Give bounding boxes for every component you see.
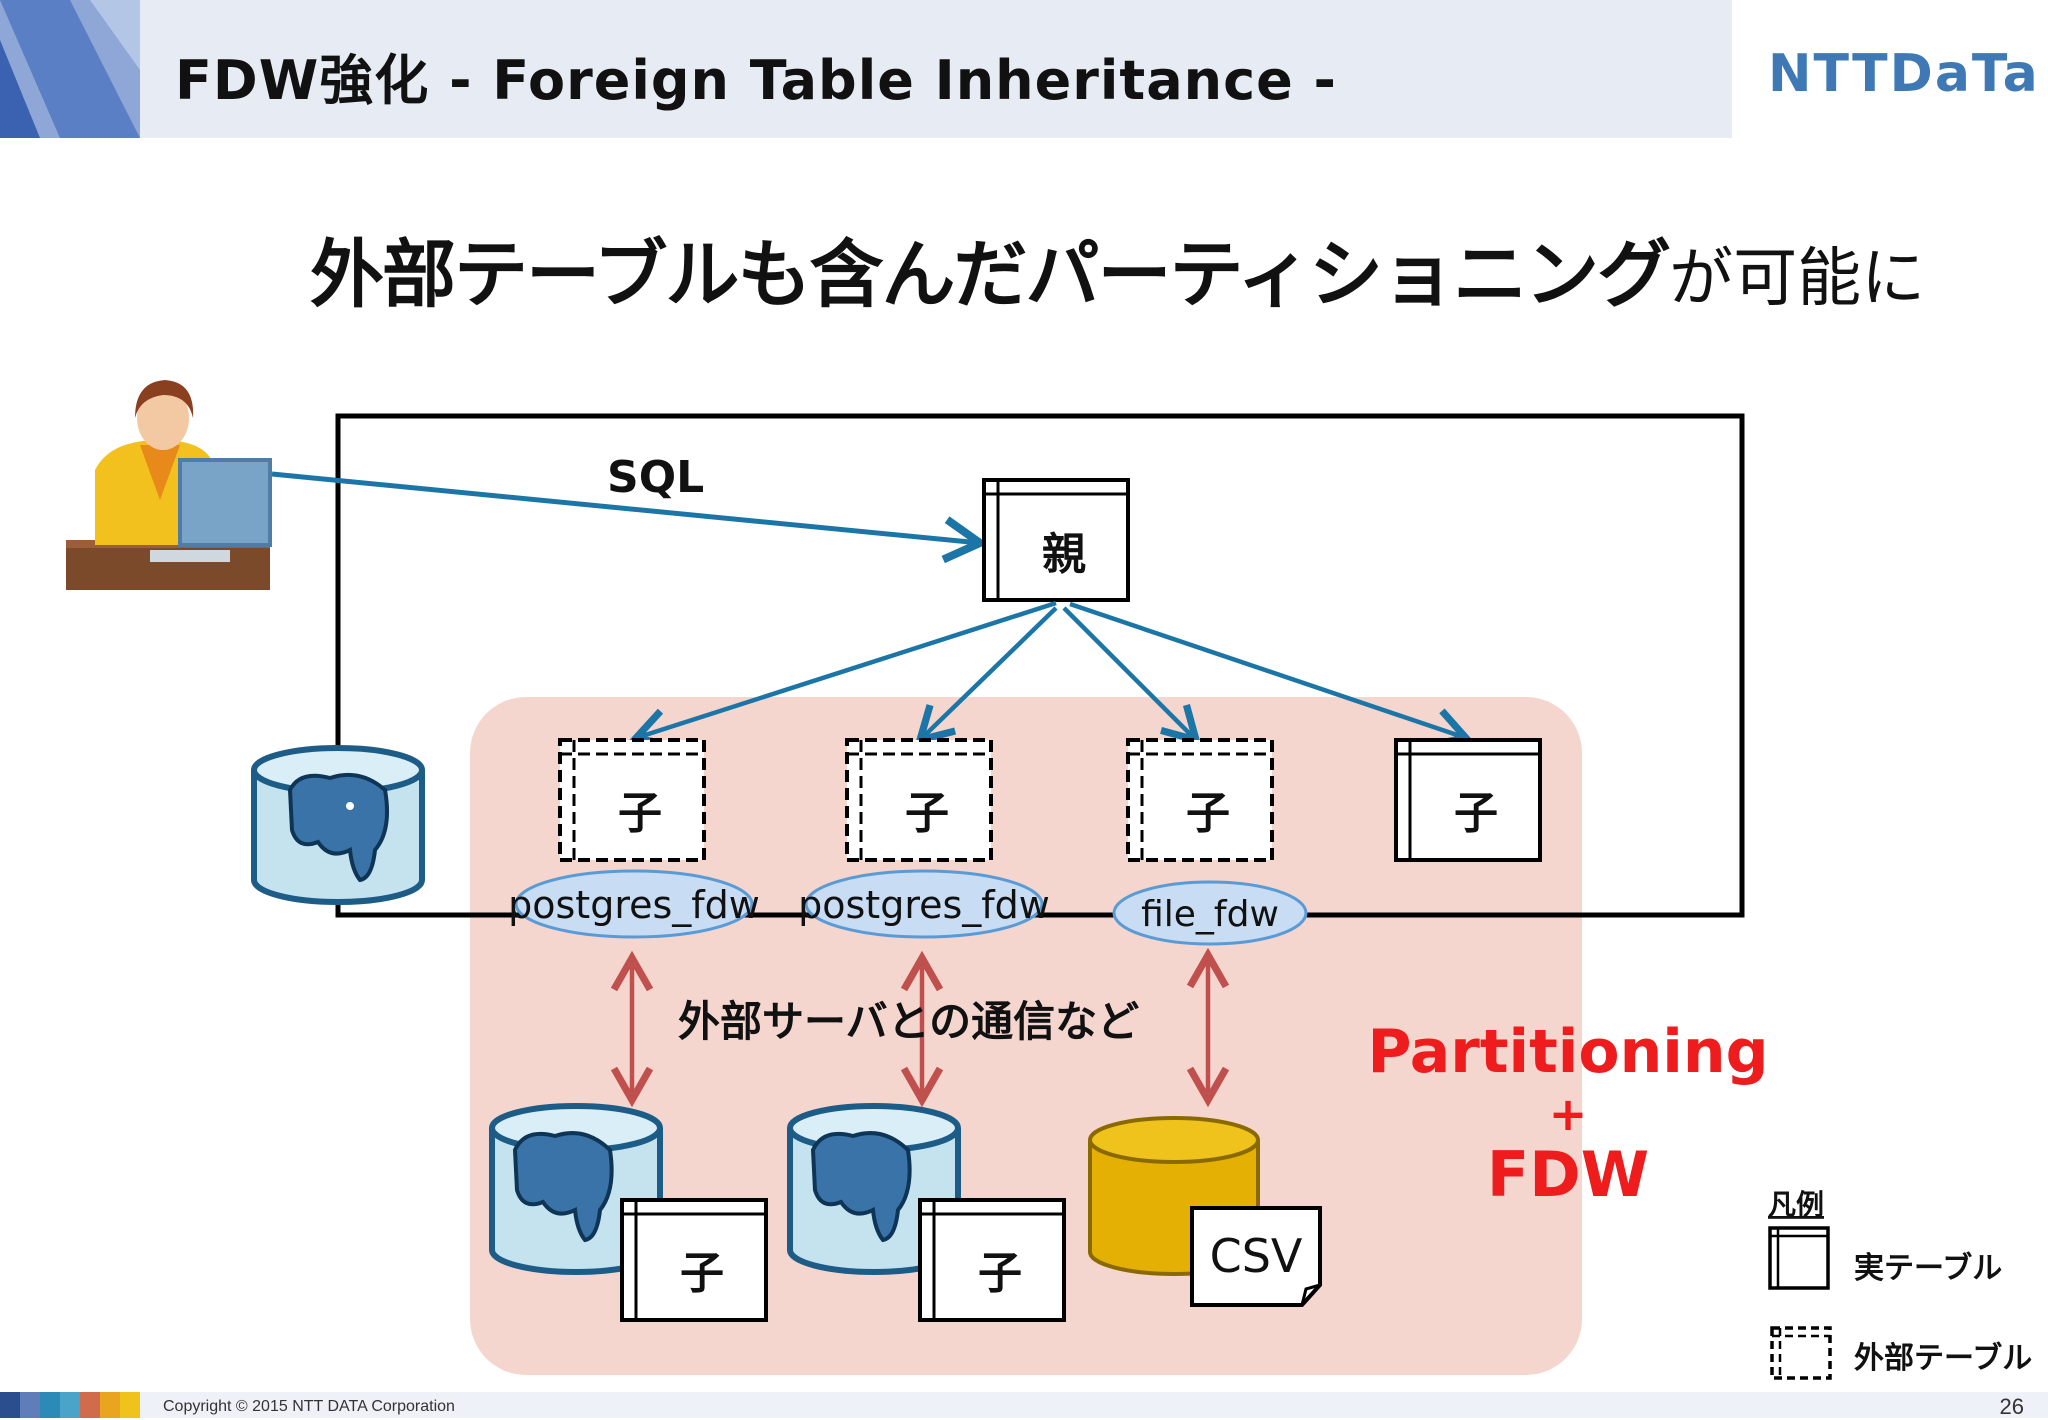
child-label: 子 xyxy=(680,1248,724,1299)
csv-label: CSV xyxy=(1210,1229,1303,1283)
footer-stripe xyxy=(40,1392,60,1418)
footer-stripe xyxy=(120,1392,140,1418)
child-label: 子 xyxy=(978,1248,1022,1299)
child-real-table: 子 xyxy=(1394,738,1542,862)
fdw-label-2: postgres_fdw xyxy=(798,883,1050,927)
footer-stripe xyxy=(60,1392,80,1418)
postgres-db-icon xyxy=(251,745,425,905)
plus-label: + xyxy=(1549,1087,1588,1141)
footer-stripe xyxy=(100,1392,120,1418)
legend-foreign-table-label: 外部テーブル xyxy=(1854,1341,2032,1376)
legend-real-table-icon xyxy=(1768,1226,1830,1290)
inherit-arrow-1 xyxy=(629,600,1057,750)
fdw-wrapper-2 xyxy=(804,869,1044,939)
server-frame xyxy=(335,413,1745,918)
parent-label: 親 xyxy=(1042,529,1086,580)
partitioning-label: Partitioning xyxy=(1367,1017,1768,1087)
remote-postgres-db-2 xyxy=(787,1103,961,1275)
footer-stripe xyxy=(0,1392,20,1418)
legend: 凡例 実テーブル 外部テーブル xyxy=(1768,1188,2032,1380)
child-foreign-table-3: 子 xyxy=(1126,738,1274,862)
headline-normal: が可能に xyxy=(1669,242,1926,316)
page-number: 26 xyxy=(1999,1394,2024,1419)
ntt-data-logo: NTTDaTa xyxy=(1768,44,2040,104)
comm-label: 外部サーバとの通信など xyxy=(678,997,1139,1046)
child-label: 子 xyxy=(1186,788,1230,839)
child-foreign-table-2: 子 xyxy=(845,738,993,862)
remote-table-2: 子 xyxy=(918,1198,1066,1322)
legend-real-table-label: 実テーブル xyxy=(1854,1251,2002,1286)
parent-table: 親 xyxy=(982,478,1130,602)
sql-label: SQL xyxy=(607,452,704,503)
child-foreign-table-1: 子 xyxy=(558,738,706,862)
legend-foreign-table-icon xyxy=(1770,1326,1832,1380)
copyright: Copyright © 2015 NTT DATA Corporation xyxy=(163,1398,455,1415)
headline-bold: 外部テーブルも含んだパーティショニング xyxy=(310,232,1671,318)
csv-file-icon: CSV xyxy=(1190,1206,1322,1307)
child-label: 子 xyxy=(905,788,949,839)
remote-postgres-db-1 xyxy=(489,1103,663,1275)
footer-stripe xyxy=(20,1392,40,1418)
fdw-label-1: postgres_fdw xyxy=(508,883,760,927)
fdw-wrapper-3 xyxy=(1112,880,1308,946)
legend-title: 凡例 xyxy=(1768,1188,1824,1221)
fdw-wrapper-1 xyxy=(514,869,754,939)
footer-bar xyxy=(0,1392,2048,1418)
footer-stripe xyxy=(80,1392,100,1418)
fdw-label-3: file_fdw xyxy=(1141,894,1279,935)
header-bar: FDW強化 - Foreign Table Inheritance - NTTD… xyxy=(0,0,2048,138)
header-decoration xyxy=(0,0,140,138)
slide-title: FDW強化 - Foreign Table Inheritance - xyxy=(175,49,1337,112)
inherit-arrow-2 xyxy=(914,606,1058,746)
child-label: 子 xyxy=(618,788,662,839)
inherit-arrow-3 xyxy=(1062,606,1202,746)
inherit-arrow-4 xyxy=(1069,601,1473,749)
fdw-highlight-label: FDW xyxy=(1487,1138,1649,1211)
logo-area xyxy=(1732,0,2048,138)
child-label: 子 xyxy=(1454,788,1498,839)
sql-arrow xyxy=(271,471,989,564)
headline: 外部テーブルも含んだパーティショニングが可能に xyxy=(310,215,1925,322)
remote-table-1: 子 xyxy=(620,1198,768,1322)
user-at-computer-icon xyxy=(66,380,272,590)
